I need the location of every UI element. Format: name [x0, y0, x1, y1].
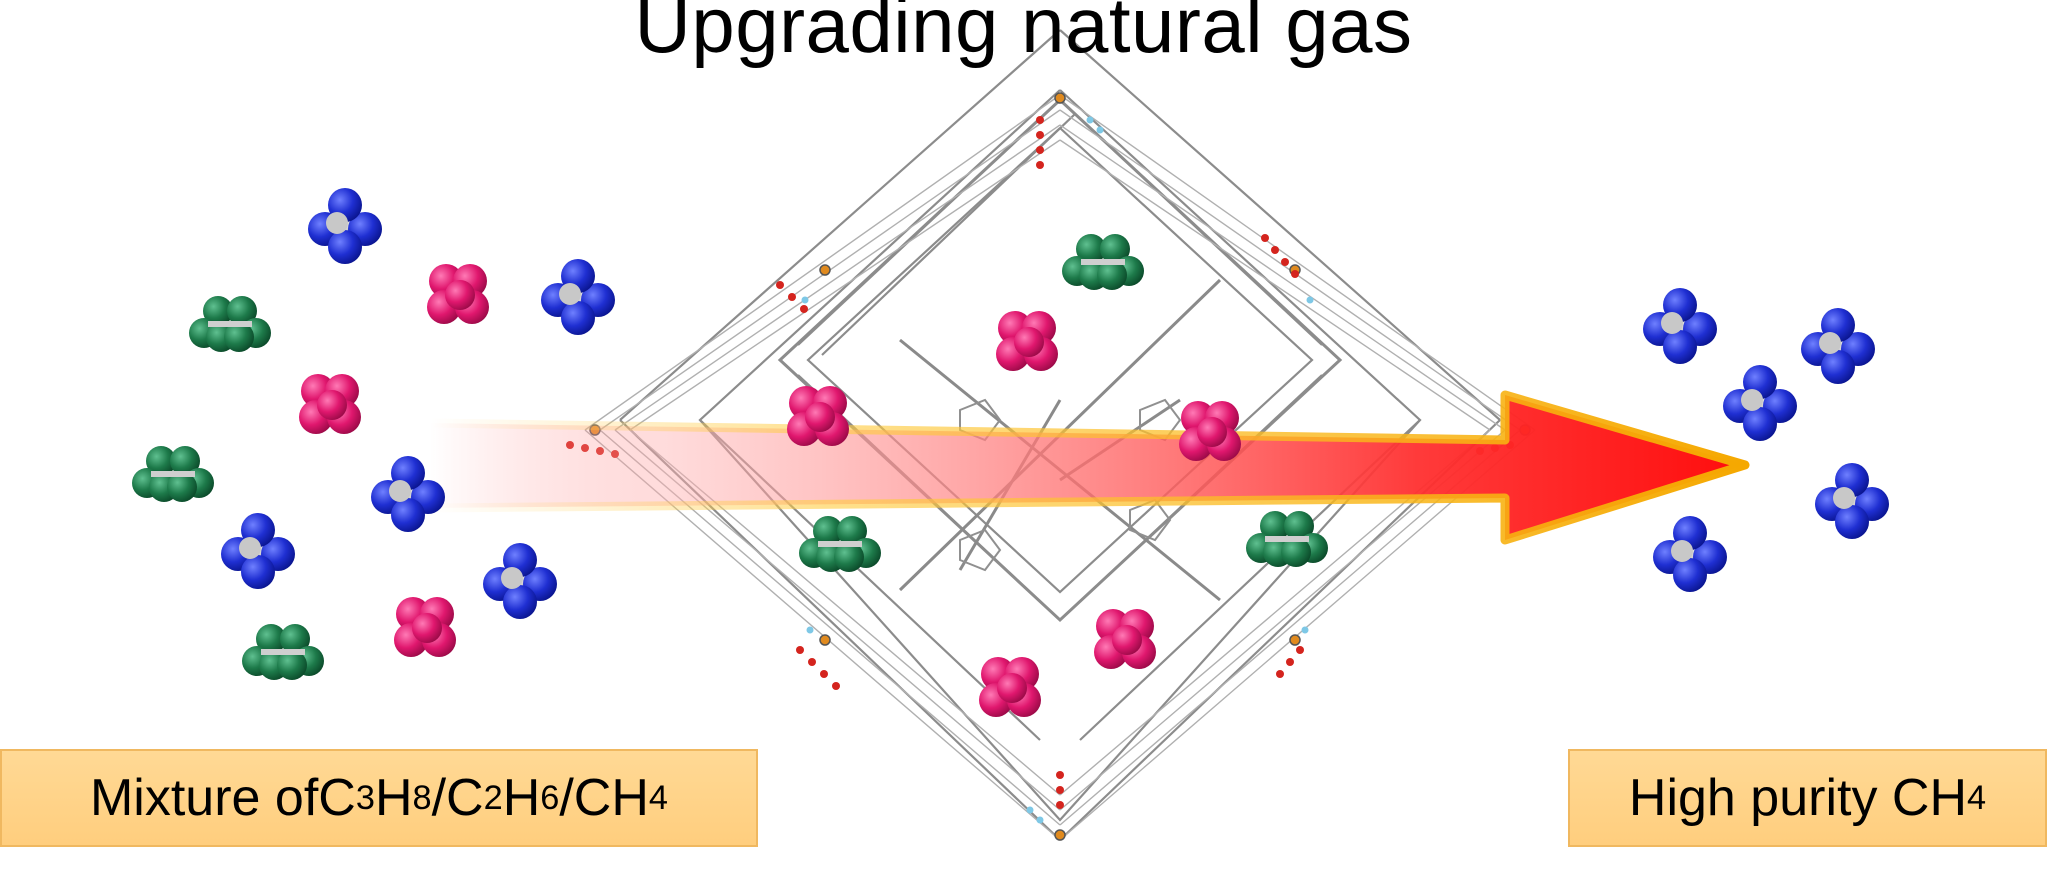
mixture-formula-h: H	[502, 769, 541, 827]
framework-lattice	[566, 29, 1536, 841]
mixture-formula-c: C	[318, 769, 356, 827]
mixture-formula-c: /C	[431, 769, 484, 827]
separation-arrow	[425, 390, 1750, 545]
methane-molecules	[221, 188, 1889, 619]
mixture-formula-ch: /CH	[559, 769, 649, 827]
mixture-formula-h: H	[374, 769, 413, 827]
mixture-label-prefix: Mixture of	[89, 769, 319, 827]
product-label-prefix: High purity CH	[1628, 769, 1967, 827]
diagram-title: Upgrading natural gas	[634, 0, 1413, 69]
